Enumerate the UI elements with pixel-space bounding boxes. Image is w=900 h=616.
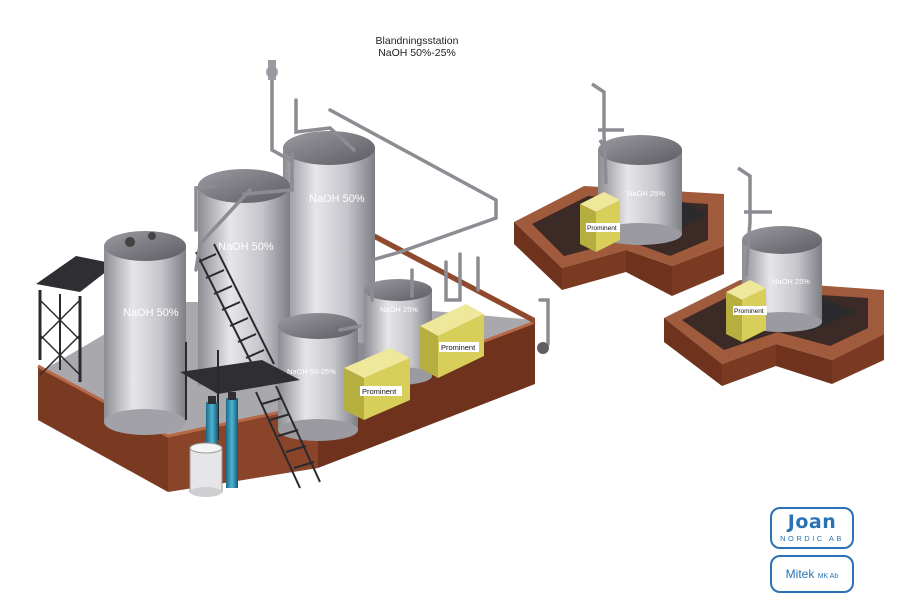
vent-pipe bbox=[268, 60, 276, 80]
label-tank-middle: NaOH 50% bbox=[218, 241, 274, 253]
sat2-bund-side-right bbox=[832, 334, 884, 384]
sat2-pump-cabinet bbox=[726, 280, 766, 342]
main-piping bbox=[194, 66, 550, 346]
pump-labels: Prominent Prominent Prominent Prominent bbox=[360, 223, 767, 396]
sat1-piping bbox=[591, 82, 624, 185]
label-pump-back: Prominent bbox=[441, 343, 476, 352]
label-tank-mix: NaOH 50-25% bbox=[287, 367, 336, 376]
sat1-bund-side-left bbox=[514, 222, 562, 290]
sat1-pump-cabinet bbox=[580, 192, 620, 252]
joan-logo-text: Joan bbox=[787, 511, 837, 533]
title-line-1: Blandningsstation bbox=[375, 35, 459, 47]
label-sat1-tank: NaOH 25% bbox=[627, 189, 665, 198]
sat2-bund-side-left bbox=[664, 318, 722, 386]
diagram-title: Blandningsstation NaOH 50%-25% bbox=[352, 35, 482, 59]
label-sat2-tank: NaOH 25% bbox=[772, 277, 810, 286]
mitek-logo-text: Mitek MK Ab bbox=[772, 567, 852, 581]
label-tank-small: NaOH 25% bbox=[380, 305, 418, 314]
mitek-logo-sub: MK Ab bbox=[817, 573, 839, 580]
tank-naoh50-left bbox=[104, 231, 186, 435]
service-platform-front bbox=[180, 342, 321, 489]
label-sat1-pump: Prominent bbox=[587, 225, 617, 232]
main-bund-wall-back bbox=[372, 232, 535, 324]
label-tank-back: NaOH 50% bbox=[309, 193, 365, 205]
main-bund-wall-left bbox=[38, 366, 168, 492]
joan-logo-subtext: NORDIC AB bbox=[780, 534, 844, 543]
main-bund-wall-right bbox=[318, 322, 535, 468]
white-storage-vessel bbox=[189, 442, 223, 497]
gauge-right bbox=[537, 342, 549, 354]
sat2-piping bbox=[737, 166, 772, 277]
label-pump-front: Prominent bbox=[362, 387, 397, 396]
sat1-bund-side-mid bbox=[626, 250, 672, 296]
main-station bbox=[36, 60, 550, 497]
title-line-2: NaOH 50%-25% bbox=[378, 47, 456, 59]
mitek-logo: Mitek MK Ab bbox=[770, 555, 854, 593]
sat2-bund-side-mid bbox=[776, 344, 832, 384]
label-tank-left: NaOH 50% bbox=[123, 307, 179, 319]
satellite-station-1 bbox=[514, 82, 724, 296]
tank-labels: NaOH 50% NaOH 50% NaOH 50% NaOH 50-25% N… bbox=[123, 189, 810, 376]
tank-naoh50-middle bbox=[198, 169, 290, 386]
sat1-bund-side-front bbox=[562, 250, 626, 290]
sat2-bund-side-front bbox=[722, 344, 776, 386]
staircase-central bbox=[195, 243, 275, 373]
satellite-station-2 bbox=[664, 166, 884, 386]
sat1-bund-side-right bbox=[672, 246, 724, 296]
mitek-logo-main: Mitek bbox=[785, 567, 815, 581]
label-sat2-pump: Prominent bbox=[734, 308, 764, 315]
joan-nordic-logo: Joan NORDIC AB bbox=[770, 507, 854, 549]
steel-platform-left bbox=[36, 256, 116, 382]
